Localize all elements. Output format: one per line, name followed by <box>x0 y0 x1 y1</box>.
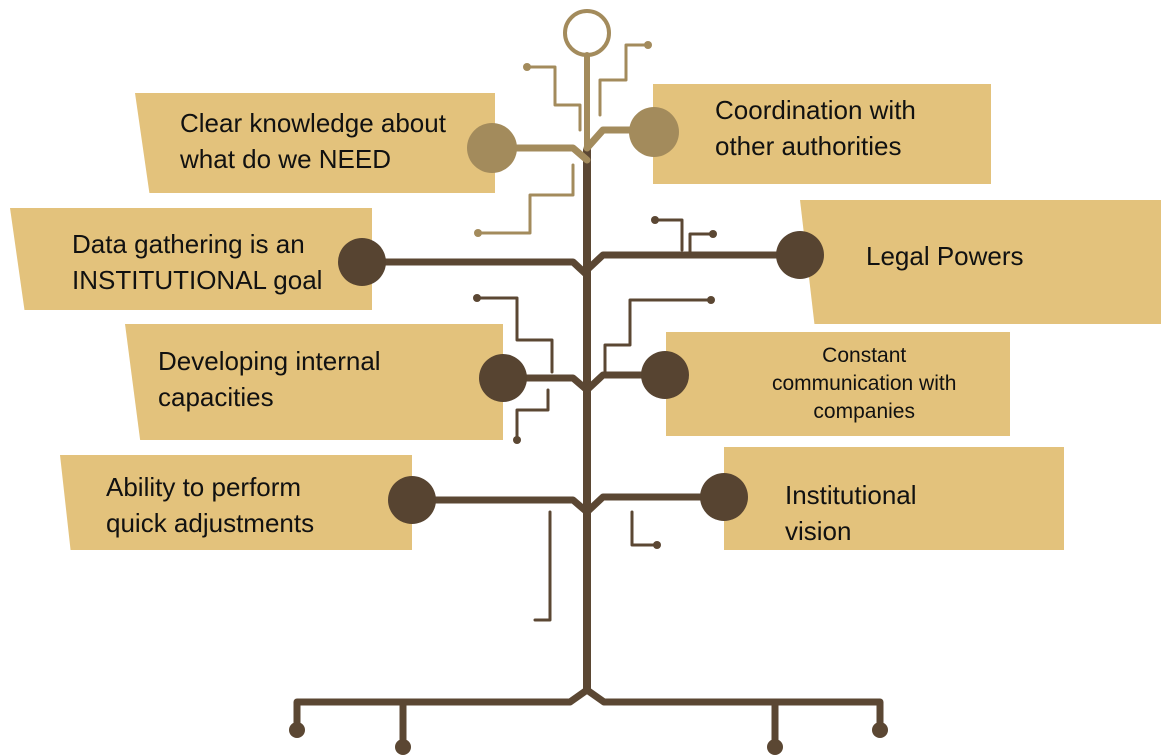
node-institutional-vision <box>700 473 748 521</box>
branch-1-left <box>488 144 591 164</box>
circuit-top-right <box>598 43 650 117</box>
label-clear-knowledge-line2: what do we NEED <box>180 144 391 174</box>
box-clear-knowledge <box>135 93 495 193</box>
label-coordination: Coordination with other authorities <box>715 92 916 164</box>
circuit-3-left <box>475 296 554 374</box>
label-quick-adjustments-line1: Ability to perform <box>106 472 302 502</box>
label-legal-powers-line1: Legal Powers <box>866 241 1024 271</box>
label-data-gathering: Data gathering is an INSTITUTIONAL goal <box>72 226 322 298</box>
branch-4-left <box>406 496 591 516</box>
circuit-3-left-b <box>515 388 550 442</box>
circuit-1 <box>476 163 575 235</box>
label-constant-communication: Constant communication with companies <box>772 342 956 426</box>
node-legal-powers <box>776 231 824 279</box>
box-data-gathering <box>10 208 372 310</box>
label-quick-adjustments-line2: quick adjustments <box>106 508 315 538</box>
label-data-gathering-line2: INSTITUTIONAL goal <box>72 265 323 295</box>
circuit-4-right <box>630 510 659 547</box>
label-developing-capacities-line2: capacities <box>158 382 274 412</box>
circuit-3-right <box>603 298 713 374</box>
root-dot-2 <box>395 739 411 755</box>
label-legal-powers: Legal Powers <box>866 238 1024 274</box>
label-constant-communication-line3: companies <box>813 400 915 423</box>
label-institutional-vision-line2: vision <box>785 516 852 546</box>
node-clear-knowledge <box>467 123 517 173</box>
label-coordination-line1: Coordination with <box>715 95 916 125</box>
box-developing-capacities <box>125 324 503 440</box>
branch-2-right <box>583 251 804 274</box>
label-developing-capacities: Developing internal capacities <box>158 343 381 415</box>
node-coordination <box>629 107 679 157</box>
node-developing-capacities <box>479 354 527 402</box>
root-left <box>293 686 591 729</box>
label-clear-knowledge-line1: Clear knowledge about <box>180 108 446 138</box>
label-data-gathering-line1: Data gathering is an <box>72 229 305 259</box>
root-dot-3 <box>767 739 783 755</box>
node-quick-adjustments <box>388 476 436 524</box>
label-constant-communication-line2: communication with <box>772 372 957 395</box>
circuit-top-left <box>525 65 582 132</box>
box-constant-communication <box>666 332 1010 436</box>
box-institutional-vision <box>724 447 1064 550</box>
label-institutional-vision: Institutional vision <box>785 477 917 549</box>
node-constant-communication <box>641 351 689 399</box>
root-dot-1 <box>289 722 305 738</box>
label-developing-capacities-line1: Developing internal <box>158 346 381 376</box>
top-circle <box>563 9 611 57</box>
circuit-2-right <box>653 218 684 252</box>
branch-4-right <box>583 493 728 516</box>
label-coordination-line2: other authorities <box>715 131 902 161</box>
box-coordination <box>653 84 991 184</box>
root-dot-4 <box>872 722 888 738</box>
node-data-gathering <box>338 238 386 286</box>
root-right <box>583 686 884 729</box>
circuit-4-left <box>533 510 552 622</box>
label-institutional-vision-line1: Institutional <box>785 480 917 510</box>
branch-2-left <box>358 258 591 279</box>
label-constant-communication-line1: Constant <box>822 344 907 367</box>
circuit-2-right-b <box>688 232 715 254</box>
label-clear-knowledge: Clear knowledge about what do we NEED <box>180 105 446 177</box>
box-quick-adjustments <box>60 455 412 550</box>
box-legal-powers <box>800 200 1161 324</box>
label-quick-adjustments: Ability to perform quick adjustments <box>106 469 314 541</box>
